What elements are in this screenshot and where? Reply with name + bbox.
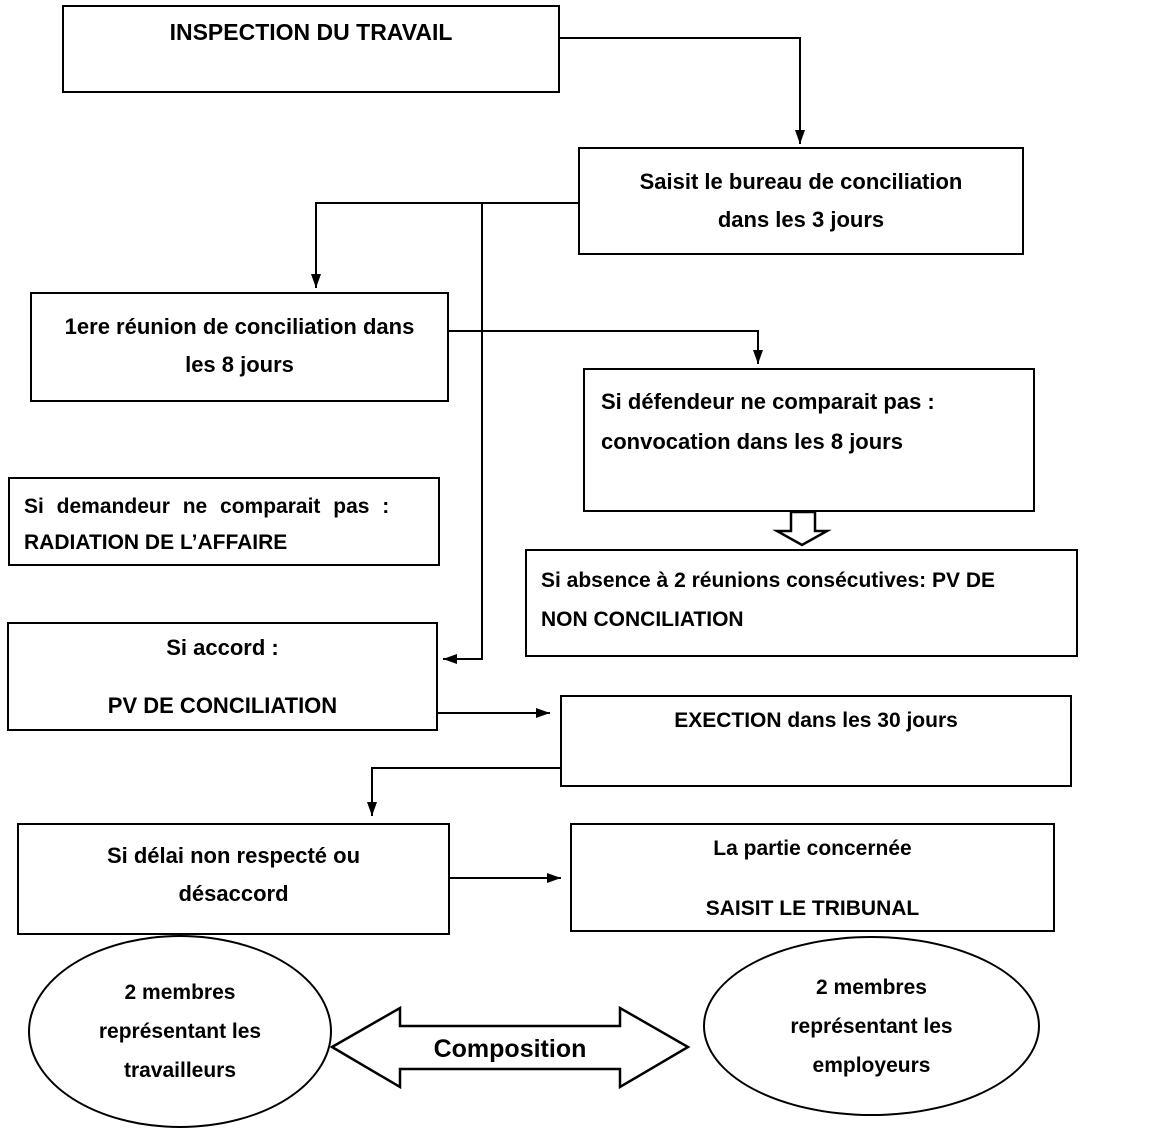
node-saisit-line1: Saisit le bureau de conciliation — [639, 169, 963, 194]
ellipse-employeurs-line1: 2 membres — [816, 975, 927, 999]
node-partie-saisit-tribunal: La partie concernée SAISIT LE TRIBUNAL — [570, 823, 1055, 932]
ellipse-travailleurs-line2: représentant les — [98, 1020, 262, 1043]
node-absence-pv-non-conciliation: Si absence à 2 réunions consécutives: PV… — [525, 549, 1078, 657]
connector-saisit-to-reunion — [311, 202, 578, 288]
node-partie-line2: SAISIT LE TRIBUNAL — [705, 897, 920, 920]
ellipse-membres-employeurs: 2 membres représentant les employeurs — [703, 936, 1040, 1116]
connector-reunion-to-defendeur — [449, 330, 763, 364]
node-defendeur-line2: convocation dans les 8 jours — [601, 429, 903, 454]
node-saisit-line2: dans les 3 jours — [717, 207, 885, 232]
node-delai-line2: désaccord — [178, 881, 289, 906]
connector-exection-to-delai — [367, 767, 560, 816]
ellipse-membres-travailleurs: 2 membres représentant les travailleurs — [28, 935, 332, 1128]
connector-inspection-to-saisit — [560, 37, 805, 144]
node-delai-non-respecte: Si délai non respecté ou désaccord — [17, 823, 450, 935]
ellipse-employeurs-line3: employeurs — [812, 1053, 931, 1077]
node-inspection-text: INSPECTION DU TRAVAIL — [169, 19, 453, 45]
node-demandeur-line2: RADIATION DE L’AFFAIRE — [24, 531, 288, 554]
connector-saisit-to-accord — [443, 203, 483, 664]
node-premiere-reunion: 1ere réunion de conciliation dans les 8 … — [30, 292, 449, 402]
composition-double-arrow — [329, 1005, 691, 1090]
node-demandeur-line1: Si demandeur ne comparait pas : — [24, 495, 390, 518]
ellipse-travailleurs-line3: travailleurs — [123, 1059, 237, 1082]
node-reunion-line2: les 8 jours — [185, 352, 294, 377]
block-down-arrow-defendeur-to-absence — [772, 510, 832, 547]
node-defendeur-line1: Si défendeur ne comparait pas : — [601, 389, 935, 414]
node-absence-line1: Si absence à 2 réunions consécutives: PV… — [541, 569, 996, 592]
composition-label: Composition — [433, 1035, 587, 1063]
node-delai-line1: Si délai non respecté ou — [106, 843, 361, 868]
node-absence-line2: NON CONCILIATION — [541, 608, 744, 631]
node-inspection-du-travail: INSPECTION DU TRAVAIL — [62, 5, 560, 93]
node-accord-line1: Si accord : — [166, 635, 279, 660]
node-exection-30-jours: EXECTION dans les 30 jours — [560, 695, 1072, 787]
node-accord-line2: PV DE CONCILIATION — [107, 693, 338, 718]
ellipse-travailleurs-line1: 2 membres — [124, 981, 236, 1004]
node-defendeur-ne-comparait-pas: Si défendeur ne comparait pas : convocat… — [583, 368, 1035, 512]
node-partie-line1: La partie concernée — [713, 837, 912, 860]
node-accord-pv-conciliation: Si accord : PV DE CONCILIATION — [7, 622, 438, 731]
ellipse-employeurs-line2: représentant les — [790, 1014, 953, 1038]
node-saisit-bureau-conciliation: Saisit le bureau de conciliation dans le… — [578, 147, 1024, 255]
node-demandeur-ne-comparait-pas: Si demandeur ne comparait pas : RADIATIO… — [8, 477, 440, 566]
node-reunion-line1: 1ere réunion de conciliation dans — [64, 314, 415, 339]
node-exection-text: EXECTION dans les 30 jours — [674, 709, 958, 732]
